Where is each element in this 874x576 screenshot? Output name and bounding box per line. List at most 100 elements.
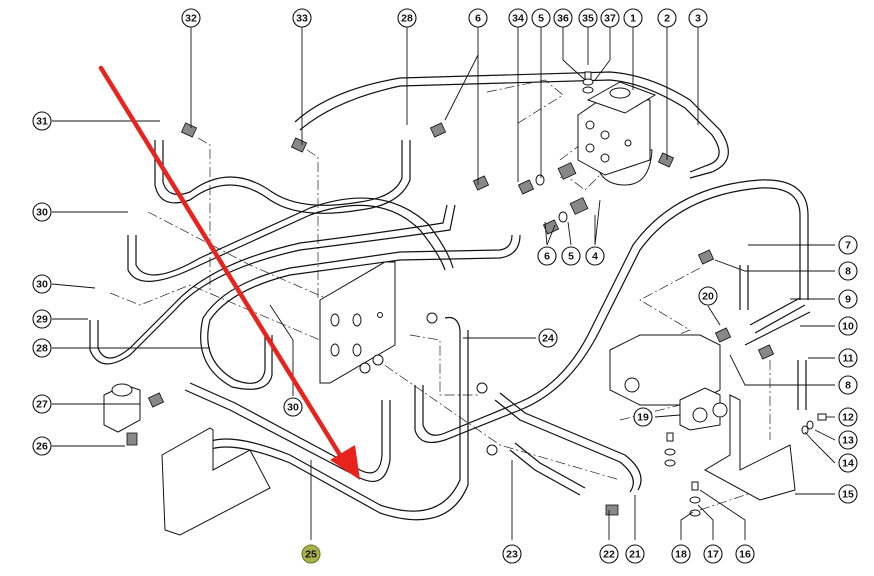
callout-label: 4 — [592, 251, 598, 263]
callout-circle — [625, 544, 645, 564]
callout-22: 22 — [599, 544, 619, 564]
red-arrow — [98, 65, 360, 480]
valve-block — [609, 334, 728, 431]
leader-lines — [51, 26, 836, 540]
callout-8: 8 — [838, 375, 858, 395]
callout-label: 24 — [542, 333, 554, 345]
steering-unit — [577, 81, 657, 186]
callout-circle — [508, 8, 528, 28]
fittings — [126, 71, 827, 517]
callout-label: 25 — [305, 549, 317, 561]
callout-circle — [537, 246, 557, 266]
callout-29: 29 — [32, 309, 52, 329]
callout-label: 10 — [842, 321, 854, 333]
callout-circle — [657, 8, 677, 28]
callout-circle — [838, 289, 858, 309]
callout-circle — [181, 8, 201, 28]
callout-label: 36 — [557, 13, 569, 25]
callout-5: 5 — [561, 246, 581, 266]
callout-circle — [838, 484, 858, 504]
callout-label: 6 — [475, 13, 481, 25]
callout-8: 8 — [838, 261, 858, 281]
callout-label: 5 — [538, 13, 544, 25]
callout-16: 16 — [735, 544, 755, 564]
callout-circle — [698, 286, 718, 306]
callout-circle — [502, 544, 522, 564]
callout-label: 3 — [695, 13, 701, 25]
callout-circle — [578, 8, 598, 28]
callout-label: 30 — [36, 207, 48, 219]
callout-label: 31 — [36, 116, 48, 128]
callout-28: 28 — [397, 8, 417, 28]
callout-circle — [633, 407, 653, 427]
callout-circle — [538, 328, 558, 348]
callout-14: 14 — [838, 453, 858, 473]
mounting-plate — [319, 261, 396, 384]
callout-label: 30 — [287, 402, 299, 414]
callout-label: 27 — [36, 399, 48, 411]
brackets — [103, 383, 796, 536]
callout-circle — [32, 111, 52, 131]
callout-27: 27 — [32, 394, 52, 414]
callout-12: 12 — [838, 407, 858, 427]
callout-2: 2 — [657, 8, 677, 28]
callout-36: 36 — [553, 8, 573, 28]
callout-circle — [838, 430, 858, 450]
callout-circle — [735, 544, 755, 564]
callout-circle — [838, 235, 858, 255]
callout-circle — [553, 8, 573, 28]
callout-25: 25 — [301, 544, 321, 564]
callout-label: 1 — [630, 13, 636, 25]
callout-label: 37 — [604, 13, 616, 25]
callout-34: 34 — [508, 8, 528, 28]
callout-circle — [688, 8, 708, 28]
callout-31: 31 — [32, 111, 52, 131]
callout-circle — [838, 261, 858, 281]
callout-circle — [561, 246, 581, 266]
callout-circle — [585, 246, 605, 266]
callout-circle — [838, 407, 858, 427]
callout-label: 5 — [568, 251, 574, 263]
callout-35: 35 — [578, 8, 598, 28]
callout-circle — [600, 8, 620, 28]
callout-circle — [838, 348, 858, 368]
callout-6: 6 — [468, 8, 488, 28]
callout-circle — [301, 544, 321, 564]
callout-label: 17 — [707, 549, 719, 561]
callout-label: 15 — [842, 489, 854, 501]
callout-30: 30 — [32, 274, 52, 294]
callout-circle — [838, 375, 858, 395]
callout-label: 20 — [702, 291, 714, 303]
callout-7: 7 — [838, 235, 858, 255]
callout-label: 33 — [296, 13, 308, 25]
callout-circle — [32, 338, 52, 358]
callout-label: 13 — [842, 435, 854, 447]
callout-21: 21 — [625, 544, 645, 564]
callout-label: 28 — [401, 13, 413, 25]
callout-circle — [397, 8, 417, 28]
callout-10: 10 — [838, 316, 858, 336]
callout-circle — [32, 202, 52, 222]
callout-label: 8 — [845, 380, 851, 392]
callout-label: 6 — [544, 251, 550, 263]
callout-label: 30 — [36, 279, 48, 291]
callout-label: 19 — [637, 412, 649, 424]
callout-3: 3 — [688, 8, 708, 28]
callout-circle — [32, 274, 52, 294]
callout-label: 7 — [845, 240, 851, 252]
callout-circle — [671, 544, 691, 564]
callout-circle — [468, 8, 488, 28]
callout-24: 24 — [538, 328, 558, 348]
callout-label: 26 — [36, 441, 48, 453]
callout-13: 13 — [838, 430, 858, 450]
callout-label: 12 — [842, 412, 854, 424]
callout-28: 28 — [32, 338, 52, 358]
callout-label: 34 — [512, 13, 524, 25]
callout-5: 5 — [531, 8, 551, 28]
callout-1: 1 — [623, 8, 643, 28]
callout-4: 4 — [585, 246, 605, 266]
callout-label: 14 — [842, 458, 854, 470]
